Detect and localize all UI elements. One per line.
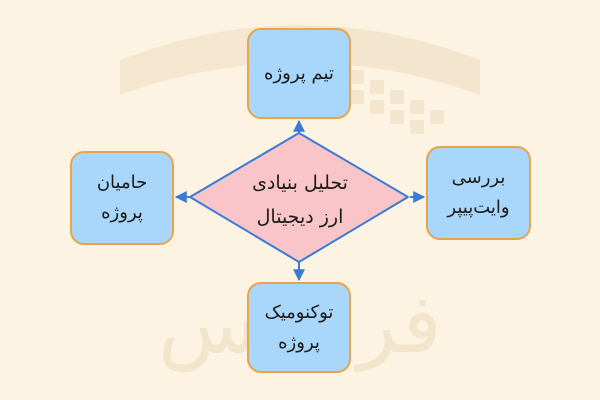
center-diamond	[189, 132, 409, 263]
node-project-tokenomics: توکنومیک پروژه	[247, 282, 351, 373]
center-label: تحلیل بنیادی ارز دیجیتال	[252, 172, 348, 228]
node-project-team: تیم پروژه	[247, 28, 351, 119]
node-whitepaper-review: بررسی وایت‌پیپر	[426, 146, 531, 240]
node-project-backers: حامیان پروژه	[70, 151, 174, 245]
